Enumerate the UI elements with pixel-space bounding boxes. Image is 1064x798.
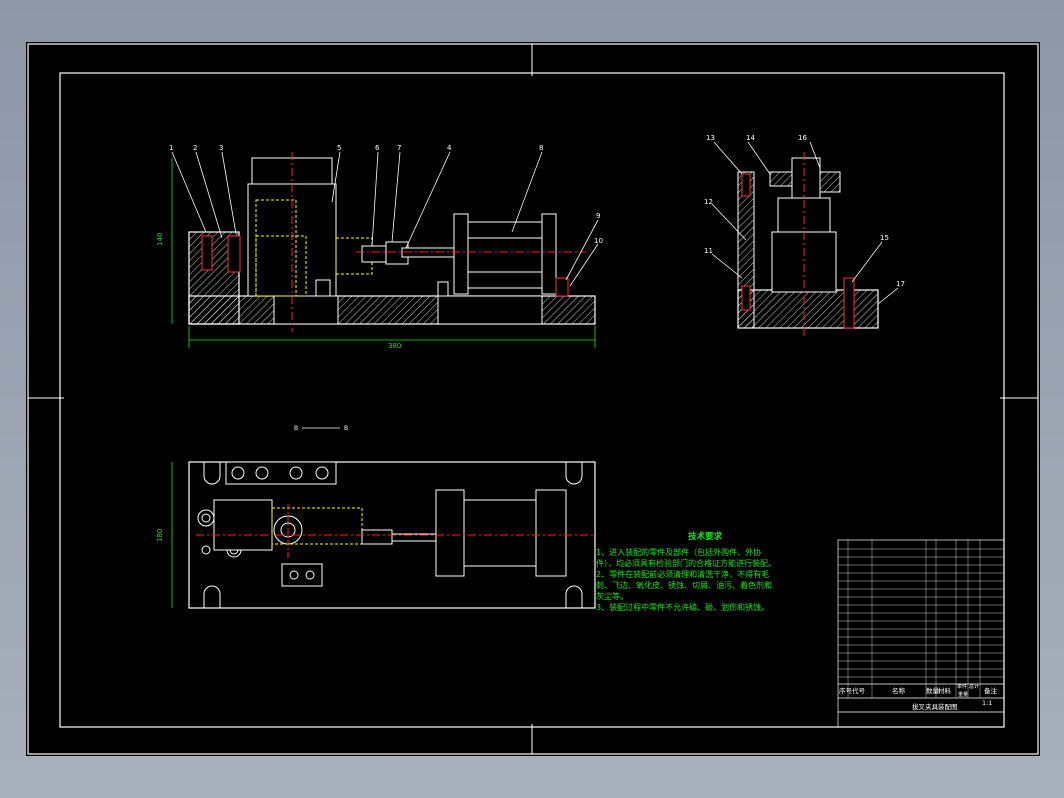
balloon-16: 16 xyxy=(798,134,807,142)
balloon-1: 1 xyxy=(169,144,173,152)
top-view xyxy=(171,461,596,609)
tech-req-item-3: 3、装配过程中零件不允许磕、碰、划伤和锈蚀。 xyxy=(596,603,770,612)
tb-header-qty: 数量 xyxy=(926,686,940,695)
balloon-14: 14 xyxy=(746,134,755,142)
cad-drawing: 140 380 1 2 3 5 6 7 4 8 9 10 xyxy=(27,43,1039,755)
balloon-10: 10 xyxy=(594,237,603,245)
balloon-6: 6 xyxy=(375,144,380,152)
dim-height-front: 140 xyxy=(156,233,164,246)
balloon-7: 7 xyxy=(397,144,401,152)
balloon-8: 8 xyxy=(539,144,543,152)
balloon-2: 2 xyxy=(193,144,197,152)
title-block xyxy=(837,539,1005,728)
drawing-sheet: 140 380 1 2 3 5 6 7 4 8 9 10 xyxy=(26,42,1040,756)
balloon-13: 13 xyxy=(706,134,715,142)
dim-height-top: 180 xyxy=(156,529,164,542)
dim-width-front: 380 xyxy=(388,342,401,350)
balloon-17: 17 xyxy=(896,280,905,288)
balloon-4: 4 xyxy=(447,144,452,152)
tb-mass-label: 重量 xyxy=(958,691,968,698)
tb-header-no: 序号 xyxy=(839,686,853,695)
parts-list-grid xyxy=(838,540,1004,698)
tech-req-item-2: 2、零件在装配前必须清理和清洗干净，不得有毛刺、飞边、氧化皮、锈蚀、切屑、油污、… xyxy=(596,570,772,601)
tech-req-item-1: 1、进入装配的零件及部件（包括外购件、外协件），均必须具有检验部门的合格证方能进… xyxy=(596,548,776,568)
tb-header-code: 代号 xyxy=(852,686,866,695)
side-view xyxy=(711,141,899,338)
balloon-3: 3 xyxy=(219,144,223,152)
balloon-9: 9 xyxy=(596,212,600,220)
outer-frame xyxy=(27,43,1039,755)
section-mark-right: B xyxy=(344,425,348,432)
balloon-11: 11 xyxy=(704,247,713,255)
drawing-scale: 1:1 xyxy=(982,699,992,707)
balloon-5: 5 xyxy=(337,144,341,152)
tb-header-total: 总计 xyxy=(969,683,979,690)
tb-header-name: 名称 xyxy=(892,686,906,695)
section-mark-left: B xyxy=(294,425,298,432)
balloon-15: 15 xyxy=(880,234,889,242)
tech-req-title: 技术要求 xyxy=(688,532,723,542)
tb-header-unit: 单件 xyxy=(957,683,967,690)
technical-requirements: 技术要求 1、进入装配的零件及部件（包括外购件、外协件），均必须具有检验部门的合… xyxy=(596,532,776,613)
drawing-title: 拔叉夹具装配图 xyxy=(912,702,958,711)
tb-header-material: 材料 xyxy=(938,686,952,695)
front-view xyxy=(171,151,599,348)
tb-header-remark: 备注 xyxy=(984,686,998,695)
balloon-12: 12 xyxy=(704,198,713,206)
